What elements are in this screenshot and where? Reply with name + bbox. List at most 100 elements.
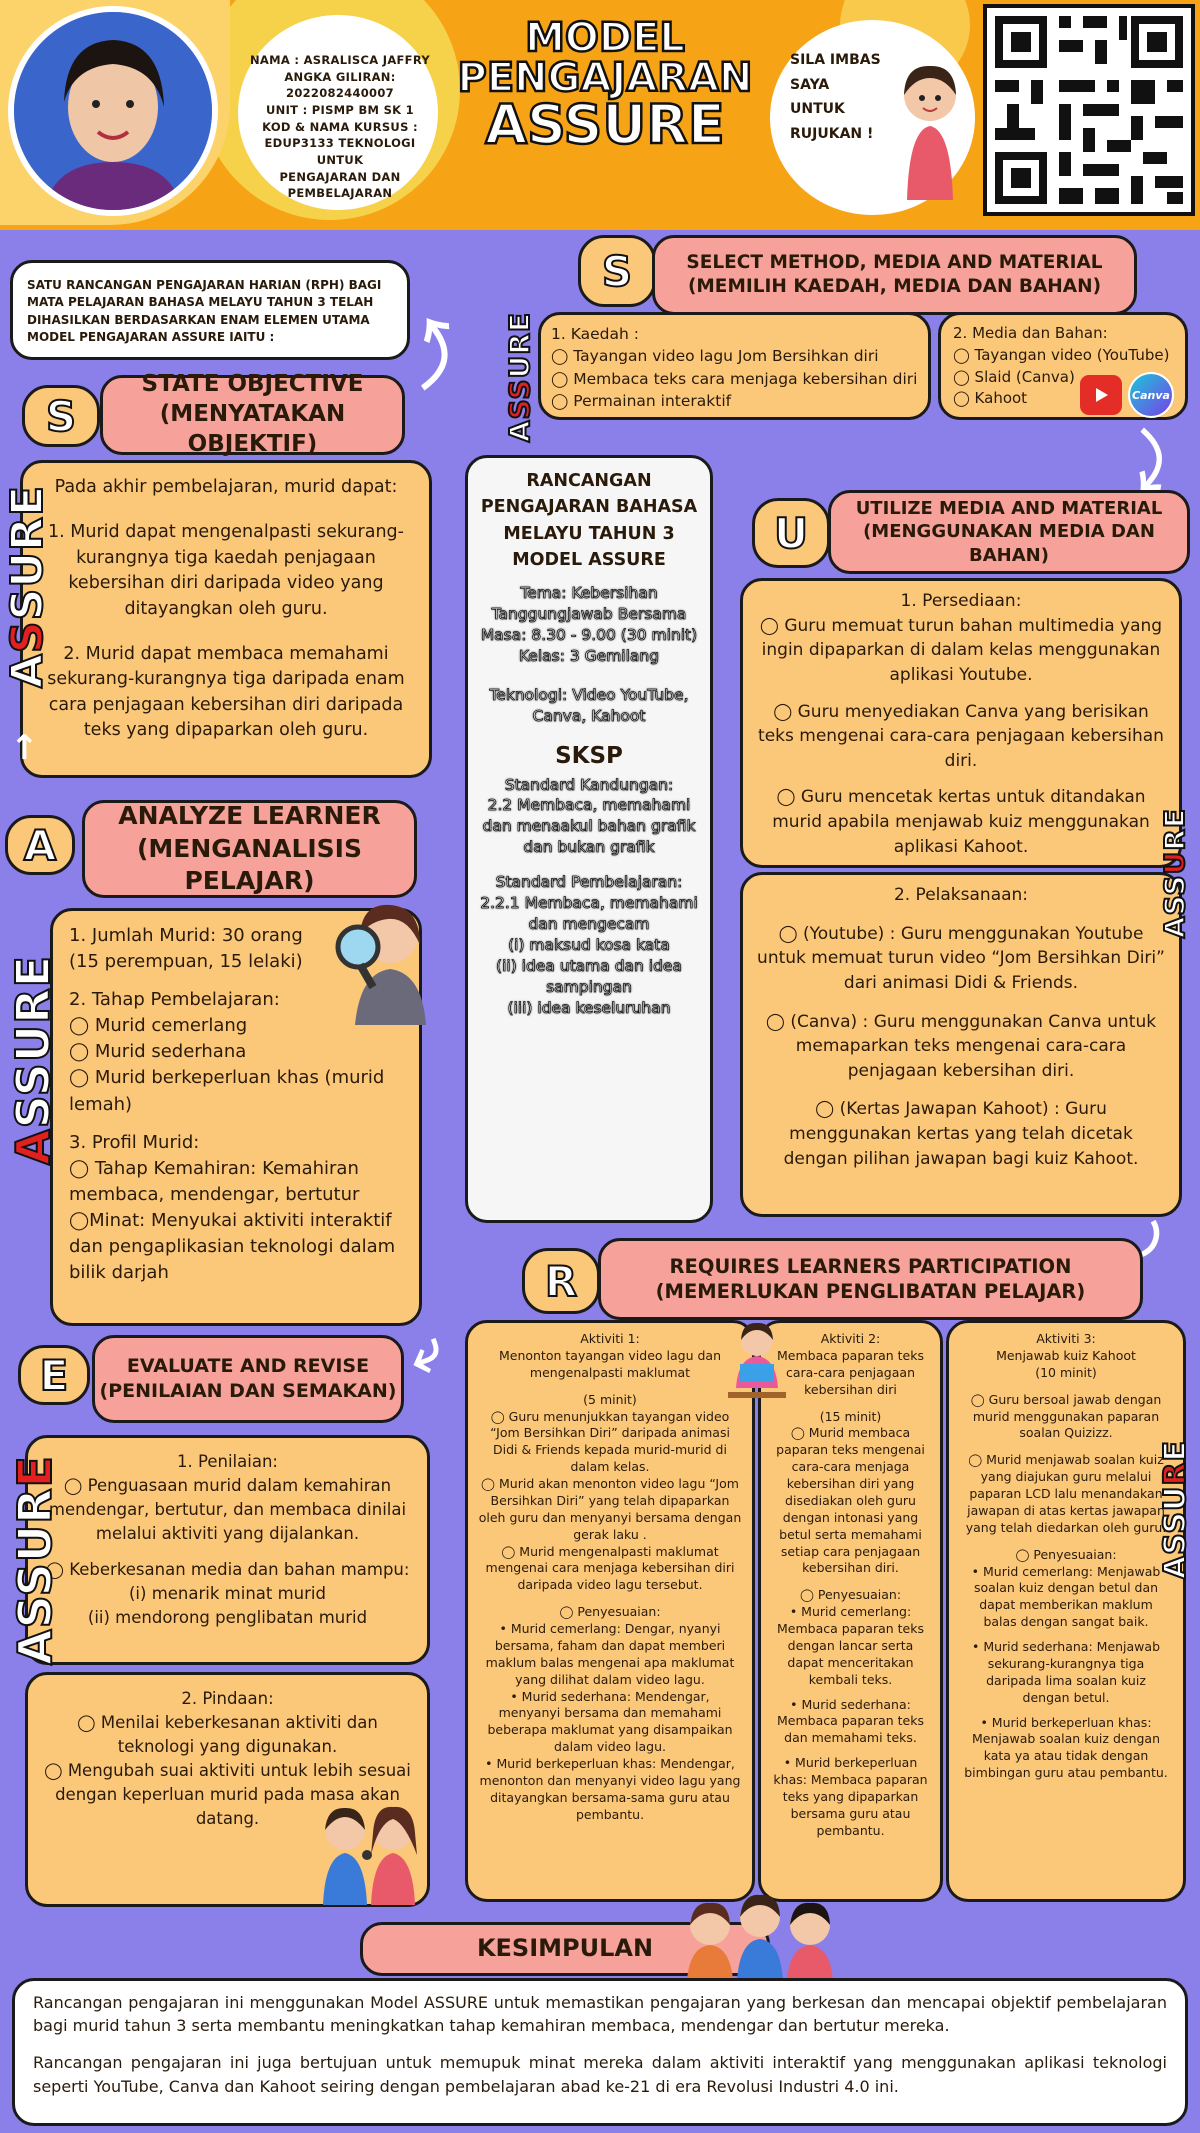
profile-item: ◯Minat: Menyukai aktiviti interaktif dan… bbox=[69, 1209, 396, 1284]
act2-step: ◯ Murid membaca paparan teks mengenai ca… bbox=[776, 1425, 925, 1576]
kaedah-item: ◯ Tayangan video lagu Jom Bersihkan diri bbox=[551, 347, 879, 366]
letter-badge-a: A bbox=[5, 815, 75, 875]
title-ms: (MEMILIH KAEDAH, MEDIA DAN BAHAN) bbox=[687, 276, 1102, 297]
title-line-1: MODEL bbox=[524, 15, 686, 61]
act2-time: (15 minit) bbox=[819, 1408, 882, 1424]
act3-step: ◯ Guru bersoal jawab dengan murid menggu… bbox=[970, 1391, 1162, 1441]
act1-adapt: ◯ Penyesuaian: bbox=[559, 1604, 661, 1620]
act3-adapt-item: • Murid cemerlang: Menjawab soalan kuiz … bbox=[971, 1563, 1161, 1630]
sp-item: (i) maksud kosa kata bbox=[508, 935, 671, 955]
scan-line: RUJUKAN ! bbox=[790, 125, 874, 142]
letter-badge-r: R bbox=[522, 1248, 600, 1314]
evaluation-panel: 1. Penilaian: ◯ Penguasaan murid dalam k… bbox=[25, 1435, 430, 1665]
theme-2: Tanggungjawab Bersama bbox=[491, 604, 687, 624]
girl-illustration-icon bbox=[895, 60, 965, 200]
plan-heading: MELAYU TAHUN 3 bbox=[503, 523, 675, 544]
select-method-title: SELECT METHOD, MEDIA AND MATERIAL (MEMIL… bbox=[652, 235, 1137, 315]
objective-2: 2. Murid dapat membaca memahami sekurang… bbox=[47, 643, 405, 740]
act1-adapt-item: • Murid sederhana: Mendengar, menyanyi b… bbox=[487, 1688, 733, 1755]
scan-line: UNTUK bbox=[790, 101, 845, 117]
info-circle bbox=[238, 15, 438, 210]
title-en: ANALYZE LEARNER bbox=[118, 801, 381, 831]
state-objective-panel: Pada akhir pembelajaran, murid dapat: 1.… bbox=[20, 460, 432, 778]
profile-photo bbox=[8, 6, 218, 216]
level-item: ◯ Murid berkeperluan khas (murid lemah) bbox=[69, 1067, 385, 1115]
act2-adapt-item: • Murid sederhana: Membaca paparan teks … bbox=[777, 1696, 924, 1746]
eval-heading: 1. Penilaian: bbox=[177, 1452, 278, 1471]
act3-adapt-item: • Murid sederhana: Menjawab sekurang-kur… bbox=[971, 1639, 1161, 1705]
info-line: NAMA : ASRALISCA JAFFRY bbox=[250, 53, 430, 67]
impl-heading: 2. Pelaksanaan: bbox=[893, 885, 1029, 905]
youtube-logo-icon bbox=[1080, 375, 1122, 415]
analyze-learner-panel: 1. Jumlah Murid: 30 orang (15 perempuan,… bbox=[50, 908, 422, 1326]
act3-desc: Menjawab kuiz Kahoot bbox=[996, 1347, 1136, 1363]
sksp-heading: SKSP bbox=[555, 742, 623, 769]
sp-item: (ii) idea utama dan idea sampingan bbox=[496, 956, 683, 997]
requires-title: REQUIRES LEARNERS PARTICIPATION (MEMERLU… bbox=[598, 1238, 1143, 1320]
kaedah-item: ◯ Membaca teks cara menjaga kebersihan d… bbox=[551, 369, 918, 388]
kids-group-icon bbox=[675, 1885, 845, 1980]
act2-desc: Membaca paparan teks cara-cara penjagaan… bbox=[777, 1347, 924, 1397]
learner-gender: (15 perempuan, 15 lelaki) bbox=[69, 951, 303, 973]
info-line: PENGAJARAN DAN bbox=[279, 169, 401, 184]
title-ms: (MENGGUNAKAN MEDIA DAN BAHAN) bbox=[863, 521, 1155, 566]
level-item: ◯ Murid cemerlang bbox=[69, 1015, 248, 1037]
conclusion-paragraph: Rancangan pengajaran ini juga bertujuan … bbox=[33, 2053, 1167, 2096]
act1-desc: Menonton tayangan video lagu dan mengena… bbox=[498, 1347, 722, 1380]
info-line: PEMBELAJARAN bbox=[287, 186, 393, 201]
title-ms: (PENILAIAN DAN SEMAKAN) bbox=[99, 1380, 397, 1402]
vertical-assure-2: ASSURE bbox=[5, 954, 61, 1166]
impl-item: ◯ (Kertas Jawapan Kahoot) : Guru menggun… bbox=[783, 1099, 1139, 1169]
curved-arrow-icon: ⤶ bbox=[399, 1316, 452, 1389]
preparation-panel: 1. Persediaan: ◯ Guru memuat turun bahan… bbox=[740, 578, 1182, 868]
act2-adapt-item: • Murid cemerlang: Membaca paparan teks … bbox=[777, 1604, 924, 1687]
activity-3-panel: Aktiviti 3: Menjawab kuiz Kahoot (10 min… bbox=[946, 1320, 1186, 1902]
media-item: ◯ Tayangan video (YouTube) bbox=[953, 345, 1170, 364]
media-item: ◯ Kahoot bbox=[953, 389, 1028, 408]
sk-text: 2.2 Membaca, memahami dan menaakul bahan… bbox=[482, 796, 696, 857]
level-heading: 2. Tahap Pembelajaran: bbox=[69, 989, 280, 1011]
info-line: UNIT : PISMP BM SK 1 bbox=[266, 103, 414, 118]
analyze-learner-title: ANALYZE LEARNER (MENGANALISIS PELAJAR) bbox=[82, 800, 417, 898]
title-ms: (MEMERLUKAN PENGLIBATAN PELAJAR) bbox=[655, 1280, 1086, 1303]
info-line: EDUP3133 TEKNOLOGI UNTUK bbox=[264, 136, 416, 168]
eval-item: ◯ Penguasaan murid dalam kemahiran mende… bbox=[48, 1475, 407, 1543]
implementation-panel: 2. Pelaksanaan: ◯ (Youtube) : Guru mengg… bbox=[740, 872, 1182, 1217]
title-ms: (MENYATAKAN OBJEKTIF) bbox=[159, 401, 346, 457]
qr-code[interactable] bbox=[983, 4, 1195, 216]
scan-note: SILA IMBAS SAYA UNTUK RUJUKAN ! bbox=[790, 48, 920, 146]
evaluate-title: EVALUATE AND REVISE (PENILAIAN DAN SEMAK… bbox=[92, 1335, 404, 1423]
state-objective-title: STATE OBJECTIVE (MENYATAKAN OBJEKTIF) bbox=[100, 371, 405, 457]
reading-child-icon bbox=[722, 1318, 792, 1408]
objective-1: 1. Murid dapat mengenalpasti sekurang-ku… bbox=[48, 522, 404, 619]
activity-1-panel: Aktiviti 1: Menonton tayangan video lagu… bbox=[465, 1320, 755, 1902]
learner-count: 1. Jumlah Murid: 30 orang bbox=[69, 925, 303, 946]
student-info: NAMA : ASRALISCA JAFFRY ANGKA GILIRAN: 2… bbox=[248, 52, 432, 202]
sp-heading: Standard Pembelajaran: bbox=[495, 873, 683, 892]
plan-heading: MODEL ASSURE bbox=[512, 549, 666, 570]
vertical-assure-5: ASSURE bbox=[1157, 807, 1192, 939]
revise-item: ◯ Mengubah suai aktiviti untuk lebih ses… bbox=[44, 1760, 411, 1828]
plan-heading: PENGAJARAN BAHASA bbox=[480, 497, 698, 518]
eval-item: ◯ Keberkesanan media dan bahan mampu: bbox=[45, 1559, 410, 1579]
info-line: ANGKA GILIRAN: bbox=[284, 69, 396, 84]
act1-step: ◯ Murid mengenalpasti maklumat mengenai … bbox=[485, 1543, 735, 1593]
act2-adapt-item: • Murid berkeperluan khas: Membaca papar… bbox=[773, 1755, 928, 1838]
letter-badge-e: E bbox=[18, 1345, 90, 1405]
prep-heading: 1. Persediaan: bbox=[900, 591, 1022, 611]
act2-title: Aktiviti 2: bbox=[820, 1331, 881, 1346]
sp-item: (iii) idea keseluruhan bbox=[507, 998, 671, 1017]
act1-adapt-item: • Murid berkeperluan khas: Mendengar, me… bbox=[479, 1756, 741, 1822]
vertical-assure-6: ASSURE bbox=[1157, 1439, 1194, 1580]
act3-time: (10 minit) bbox=[1035, 1364, 1097, 1380]
media-item: ◯ Slaid (Canva) bbox=[953, 367, 1075, 386]
page-title: MODEL PENGAJARAN ASSURE bbox=[455, 15, 755, 153]
prep-item: ◯ Guru memuat turun bahan multimedia yan… bbox=[759, 615, 1163, 685]
title-en: STATE OBJECTIVE bbox=[141, 371, 364, 398]
scan-line: SILA IMBAS SAYA bbox=[790, 52, 881, 93]
title-line-2: PENGAJARAN bbox=[456, 55, 753, 101]
eval-item: (ii) mendorong penglibatan murid bbox=[87, 1607, 368, 1627]
act3-step: ◯ Murid menjawab soalan kuiz yang diajuk… bbox=[965, 1452, 1167, 1535]
revise-item: ◯ Menilai keberkesanan aktiviti dan tekn… bbox=[77, 1712, 378, 1756]
vertical-assure-4: ASSURE bbox=[502, 311, 537, 443]
